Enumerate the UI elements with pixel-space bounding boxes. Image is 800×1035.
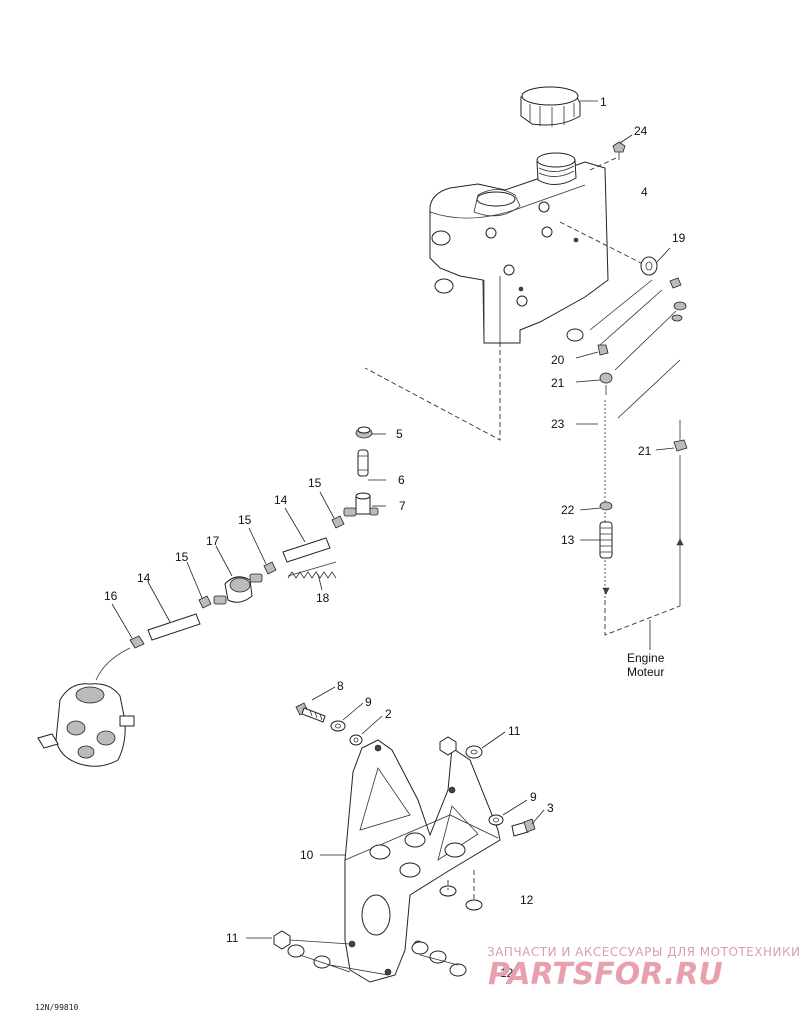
washer-12a	[439, 870, 483, 911]
grommet-19	[640, 256, 658, 276]
screw-24	[589, 141, 626, 171]
callout-12-bottom: 12	[500, 966, 514, 980]
callout-3: 3	[547, 801, 554, 815]
callout-11-bottom: 11	[226, 931, 239, 945]
line-23	[599, 372, 681, 636]
callout-8: 8	[337, 679, 344, 693]
nut-11a	[439, 736, 483, 759]
callout-19: 19	[672, 231, 686, 245]
fitting-5	[355, 426, 373, 439]
callout-9-right: 9	[530, 790, 537, 804]
callout-20: 20	[551, 353, 565, 367]
callout-21-top: 21	[551, 376, 565, 390]
callout-10: 10	[300, 848, 314, 862]
carburetor	[37, 647, 135, 767]
callout-14-b: 14	[137, 571, 151, 585]
oil-tank	[429, 152, 609, 344]
washer-2	[349, 734, 363, 746]
callout-9-left: 9	[365, 695, 372, 709]
washer-9a	[330, 720, 346, 732]
bracket-10	[344, 739, 501, 983]
tank-cap	[520, 86, 581, 127]
elbow-6	[357, 449, 369, 477]
clamp-15b	[263, 561, 277, 575]
callout-15-c: 15	[175, 550, 189, 564]
spring-18	[287, 561, 337, 579]
screw-8	[295, 702, 326, 723]
callout-labels: 1 24 4 19 20 21 23 21 5 6 7 15 14 15 17 …	[104, 95, 686, 980]
watermark-tagline: ЗАПЧАСТИ И АКСЕССУАРЫ ДЛЯ МОТОТЕХНИКИ	[487, 945, 800, 959]
nut-11b	[273, 930, 467, 977]
clamp-15a	[331, 515, 345, 529]
clamp-16	[129, 635, 145, 649]
reference-code: 12N/99810	[35, 1003, 79, 1012]
clamp-15c	[198, 595, 212, 609]
callout-13: 13	[561, 533, 575, 547]
hose-14a	[282, 537, 331, 563]
callout-23: 23	[551, 417, 565, 431]
fittings-right	[566, 277, 687, 419]
screw-3	[511, 818, 536, 837]
callout-2: 2	[385, 707, 392, 721]
callout-22: 22	[561, 503, 575, 517]
hose-14b	[147, 613, 201, 641]
callout-18: 18	[316, 591, 330, 605]
watermark-logo: PARTSFOR.RU	[488, 957, 723, 992]
tee-7	[343, 492, 379, 517]
moteur-label: Moteur	[627, 665, 664, 679]
callout-17: 17	[206, 534, 220, 548]
callout-16: 16	[104, 589, 118, 603]
line-right	[649, 420, 688, 650]
filter-17	[213, 573, 263, 605]
callout-21-right: 21	[638, 444, 652, 458]
callout-15-a: 15	[308, 476, 322, 490]
callout-11-top: 11	[508, 724, 521, 738]
callout-12-right: 12	[520, 893, 534, 907]
leader-lines	[111, 100, 675, 939]
callout-5: 5	[396, 427, 403, 441]
callout-4: 4	[641, 185, 648, 199]
washer-9b	[488, 814, 504, 826]
callout-1: 1	[600, 95, 607, 109]
callout-7: 7	[399, 499, 406, 513]
callout-6: 6	[398, 473, 405, 487]
engine-label: Engine	[627, 651, 665, 665]
callout-14-a: 14	[274, 493, 288, 507]
callout-15-b: 15	[238, 513, 252, 527]
callout-24: 24	[634, 124, 648, 138]
